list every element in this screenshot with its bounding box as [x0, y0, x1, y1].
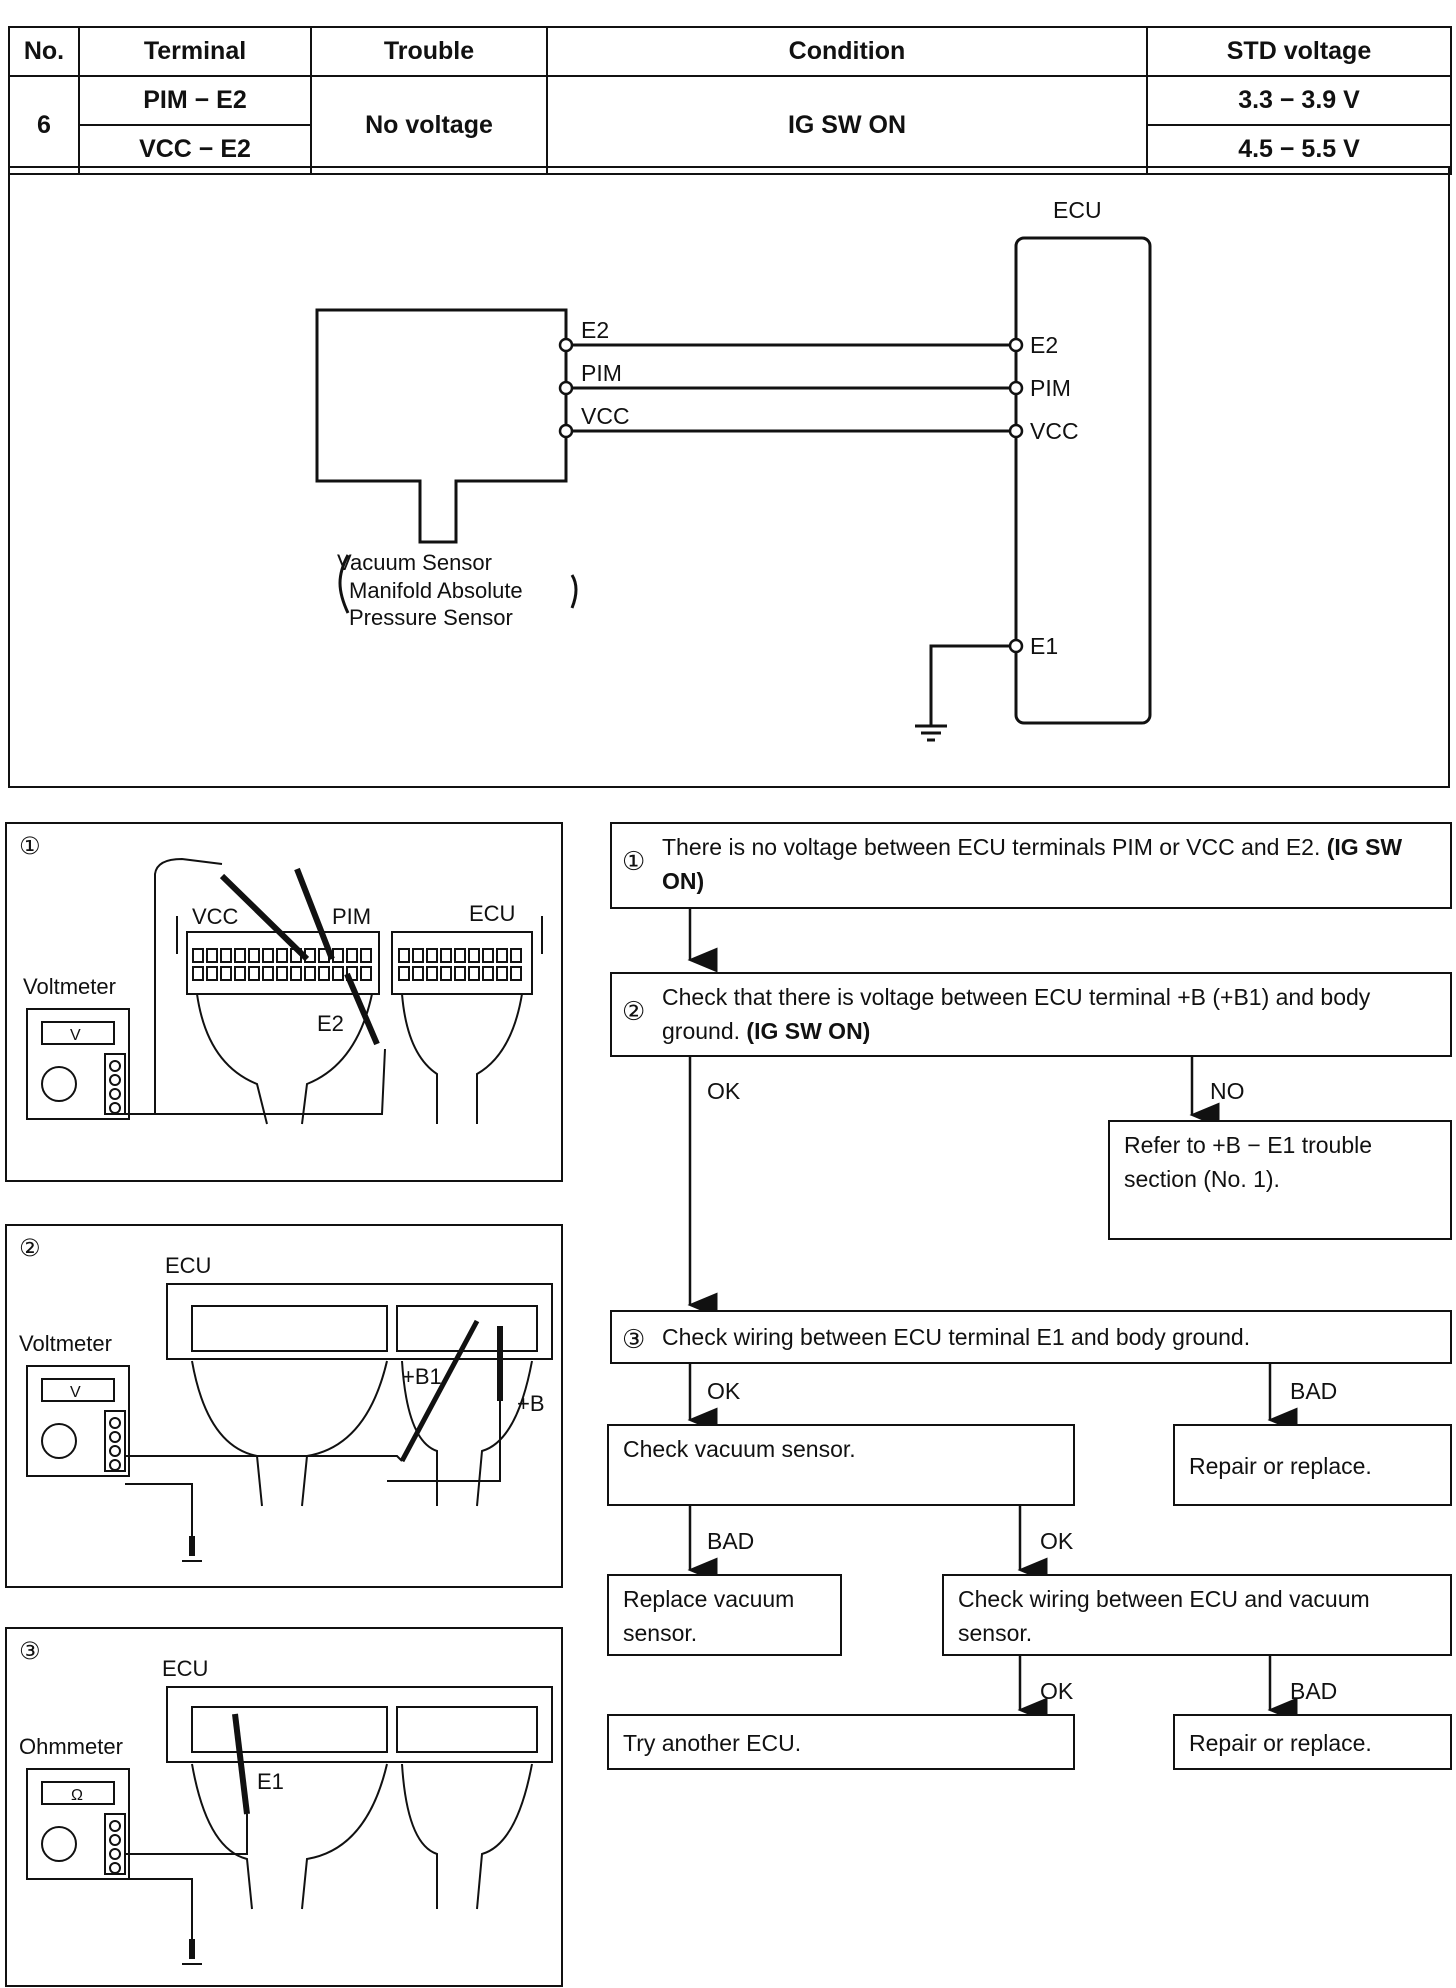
figure-3-panel: ③ ECU Ohmmeter Ω E1 — [5, 1627, 563, 1987]
flow-step-3: ③ Check wiring between ECU terminal E1 a… — [610, 1310, 1452, 1364]
cell-trouble: No voltage — [310, 75, 548, 175]
flow-refer-text: Refer to +B − E1 trouble section (No. 1)… — [1124, 1132, 1373, 1192]
flow-repair-box-1: Repair or replace. — [1173, 1424, 1452, 1506]
flow-repair-text-2: Repair or replace. — [1189, 1730, 1372, 1756]
ecu-label: ECU — [1053, 197, 1102, 223]
figure-2-ecu-label: ECU — [165, 1253, 211, 1278]
figure-2-label-b1: +B1 — [402, 1364, 442, 1389]
header-terminal: Terminal — [78, 26, 312, 77]
figure-1-meter-label: Voltmeter — [23, 974, 116, 999]
figure-3-number: ③ — [19, 1638, 41, 1665]
figure-2-meter-label: Voltmeter — [19, 1331, 112, 1356]
label-bad: BAD — [1290, 1678, 1338, 1704]
figure-1-label-ecu: ECU — [469, 901, 515, 926]
label-no: NO — [1210, 1078, 1245, 1104]
figure-2-illustration: ② ECU Voltmeter V +B1 +B — [19, 1235, 553, 1562]
figure-2-label-b: +B — [517, 1391, 545, 1416]
header-trouble: Trouble — [310, 26, 548, 77]
figure-1-label-e2: E2 — [317, 1011, 344, 1036]
flow-replace-vacuum-text: Replace vacuum sensor. — [623, 1586, 795, 1646]
figure-1-meter-symbol: V — [70, 1027, 81, 1044]
flow-step-2-condition: (IG SW ON) — [746, 1018, 871, 1044]
figure-3-meter-label: Ohmmeter — [19, 1734, 123, 1759]
sensor-name-line2: Manifold Absolute — [349, 578, 523, 603]
label-bad: BAD — [1290, 1378, 1338, 1404]
figure-1-panel: ① Voltmeter V VCC PIM ECU E2 — [5, 822, 563, 1182]
figure-3-illustration: ③ ECU Ohmmeter Ω E1 — [19, 1638, 553, 1965]
label-ok: OK — [1040, 1528, 1074, 1554]
figure-2-number: ② — [19, 1235, 41, 1262]
figure-2-meter-symbol: V — [70, 1384, 81, 1401]
flow-step-3-text: Check wiring between ECU terminal E1 and… — [662, 1324, 1251, 1350]
flow-step-1-condition: (IG SW ON) — [662, 834, 1403, 894]
header-no: No. — [8, 26, 80, 77]
figure-3-meter-symbol: Ω — [71, 1787, 83, 1804]
cell-no: 6 — [8, 75, 80, 175]
ecu-body — [1014, 236, 1152, 725]
figure-3-ecu-label: ECU — [162, 1656, 208, 1681]
wiring-diagram-panel: ECU E2 PIM VCC E2 PIM VCC E1 Vacuum Sens… — [8, 166, 1450, 788]
flow-step-3-number: ③ — [622, 1324, 646, 1354]
figure-1-illustration: ① Voltmeter V VCC PIM ECU E2 — [19, 833, 543, 1125]
label-bad: BAD — [707, 1528, 755, 1554]
cell-condition: IG SW ON — [546, 75, 1148, 175]
flow-step-2-number: ② — [622, 996, 646, 1026]
figure-1-label-pim: PIM — [332, 904, 371, 929]
cell-voltage: 3.3 − 3.9 V — [1146, 75, 1452, 126]
spec-table: No. Terminal Trouble Condition STD volta… — [8, 26, 1452, 175]
flow-check-wiring-text: Check wiring between ECU and vacuum sens… — [958, 1586, 1370, 1646]
flow-step-2: ② Check that there is voltage between EC… — [610, 972, 1452, 1057]
flow-replace-vacuum-box: Replace vacuum sensor. — [607, 1574, 842, 1656]
sensor-pin-pim: PIM — [581, 360, 622, 386]
flow-repair-text-1: Repair or replace. — [1189, 1453, 1372, 1479]
figure-2-panel: ② ECU Voltmeter V +B1 +B — [5, 1224, 563, 1588]
flow-try-ecu-text: Try another ECU. — [623, 1730, 802, 1756]
flow-refer-box: Refer to +B − E1 trouble section (No. 1)… — [1108, 1120, 1452, 1240]
flow-repair-box-2: Repair or replace. — [1173, 1714, 1452, 1770]
sensor-name-line1: Vacuum Sensor — [337, 550, 492, 575]
wiring-diagram: ECU E2 PIM VCC E2 PIM VCC E1 Vacuum Sens… — [315, 197, 1152, 742]
ecu-pin-e1: E1 — [1030, 633, 1058, 659]
figure-1-label-vcc: VCC — [192, 904, 239, 929]
ecu-pin-vcc: VCC — [1030, 418, 1079, 444]
sensor-pin-vcc: VCC — [581, 403, 630, 429]
ecu-pin-e2: E2 — [1030, 332, 1058, 358]
label-ok: OK — [707, 1378, 741, 1404]
label-ok: OK — [1040, 1678, 1074, 1704]
cell-terminal: PIM − E2 — [78, 75, 312, 126]
header-condition: Condition — [546, 26, 1148, 77]
flow-step-1-number: ① — [622, 846, 646, 876]
flow-check-wiring-box: Check wiring between ECU and vacuum sens… — [942, 1574, 1452, 1656]
flow-try-ecu-box: Try another ECU. — [607, 1714, 1075, 1770]
sensor-pin-e2: E2 — [581, 317, 609, 343]
sensor-name-line3: Pressure Sensor — [349, 605, 513, 630]
flow-check-vacuum-text: Check vacuum sensor. — [623, 1436, 856, 1462]
header-std-voltage: STD voltage — [1146, 26, 1452, 77]
flow-check-vacuum-box: Check vacuum sensor. — [607, 1424, 1075, 1506]
ecu-pin-pim: PIM — [1030, 375, 1071, 401]
figure-3-label-e1: E1 — [257, 1769, 284, 1794]
figure-1-number: ① — [19, 833, 41, 860]
label-ok: OK — [707, 1078, 741, 1104]
flow-step-1-text: There is no voltage between ECU terminal… — [662, 834, 1321, 860]
flow-step-2-text: Check that there is voltage between ECU … — [662, 984, 1371, 1044]
flow-step-1: ① There is no voltage between ECU termin… — [610, 822, 1452, 909]
table-header-row: No. Terminal Trouble Condition STD volta… — [8, 26, 1452, 77]
table-row: 6 PIM − E2 No voltage IG SW ON 3.3 − 3.9… — [8, 75, 1452, 175]
vacuum-sensor-body — [315, 308, 568, 544]
